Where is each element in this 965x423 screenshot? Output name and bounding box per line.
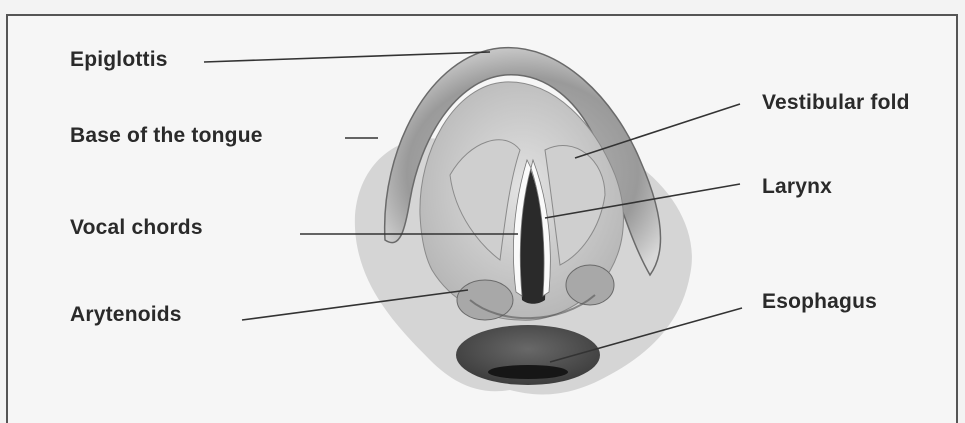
leader-epiglottis [204,52,490,62]
label-epiglottis: Epiglottis [70,48,168,72]
label-arytenoids: Arytenoids [70,303,182,327]
label-esophagus: Esophagus [762,290,877,314]
arytenoid-left [457,280,513,320]
label-larynx: Larynx [762,175,832,199]
label-vocal-chords: Vocal chords [70,216,203,240]
label-vestibular-fold: Vestibular fold [762,91,910,115]
label-base-of-tongue: Base of the tongue [70,124,263,148]
